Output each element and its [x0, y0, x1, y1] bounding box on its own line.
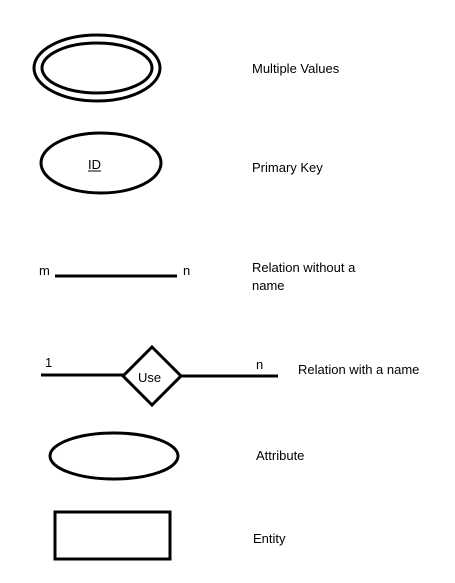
- entity-label: Entity: [253, 531, 286, 546]
- legend-row-entity: Entity: [53, 510, 286, 561]
- relation-without-name-label-line2: name: [252, 278, 285, 293]
- relation-without-name-left-cardinality: m: [39, 263, 50, 278]
- relation-with-name-left-cardinality: 1: [45, 355, 52, 370]
- legend-row-multiple-values: Multiple Values: [32, 33, 340, 103]
- multiple-values-label: Multiple Values: [252, 61, 340, 76]
- multivalued-attribute-outer-ellipse: [32, 33, 162, 103]
- primary-key-id-text: ID: [88, 157, 101, 172]
- entity-rectangle: [53, 510, 172, 561]
- relation-with-name-label: Relation with a name: [298, 362, 419, 377]
- legend-row-relation-without-name: m n Relation without a name: [39, 260, 356, 293]
- relation-without-name-right-cardinality: n: [183, 263, 190, 278]
- attribute-label: Attribute: [256, 448, 304, 463]
- relationship-diamond-text: Use: [138, 370, 161, 385]
- primary-key-ellipse: [39, 131, 163, 195]
- relation-with-name-right-cardinality: n: [256, 357, 263, 372]
- relation-without-name-label-line1: Relation without a: [252, 260, 356, 275]
- multivalued-attribute-inner-ellipse: [40, 41, 154, 95]
- legend-row-attribute: Attribute: [48, 431, 304, 481]
- primary-key-label: Primary Key: [252, 160, 323, 175]
- legend-row-relation-with-name: 1 Use n Relation with a name: [41, 344, 419, 408]
- relationship-diamond: [120, 344, 184, 408]
- legend-row-primary-key: ID Primary Key: [39, 131, 323, 195]
- attribute-ellipse: [48, 431, 180, 481]
